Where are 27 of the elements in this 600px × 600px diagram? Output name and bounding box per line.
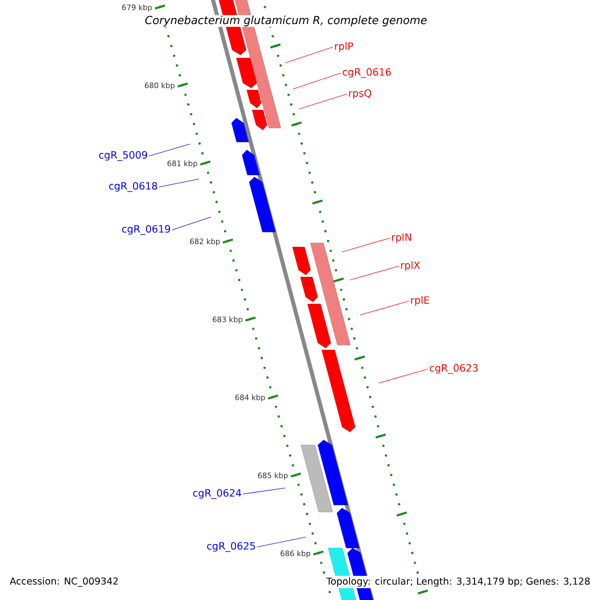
gene-label: cgR_0624 [193,489,242,499]
footer-text: Accession: NC_009342 [8,576,120,588]
leader-line [148,144,190,156]
gene-label: cgR_0623 [430,364,478,374]
title: Corynebacterium glutamicum R, complete genome [144,15,428,27]
leader-line [158,178,200,188]
gene-label: cgR_0618 [109,182,158,192]
leader-line [350,266,400,280]
leader-line [360,300,410,316]
leader-line [292,72,342,90]
leader-line [256,536,306,548]
leader-line [172,216,212,230]
leader-line [242,488,286,494]
leader-line [298,94,348,110]
gene-label: rplN [392,233,411,243]
gene-label: cgR_0619 [122,225,170,235]
leader-line [378,368,428,384]
gene-label: cgR_5009 [99,151,148,161]
gene-label: rplP [335,42,354,52]
gene-label: cgR_0616 [342,68,391,78]
leader-line [342,238,390,252]
gene-label: rplE [411,296,430,306]
gene-label: rplX [401,261,420,271]
gene-label: rpsQ [349,89,372,99]
leader-line [284,46,334,64]
gene-label: cgR_0625 [207,542,255,552]
footer-text: Topology: circular; Length: 3,314,179 bp; Genes: 3,128 [324,576,592,588]
